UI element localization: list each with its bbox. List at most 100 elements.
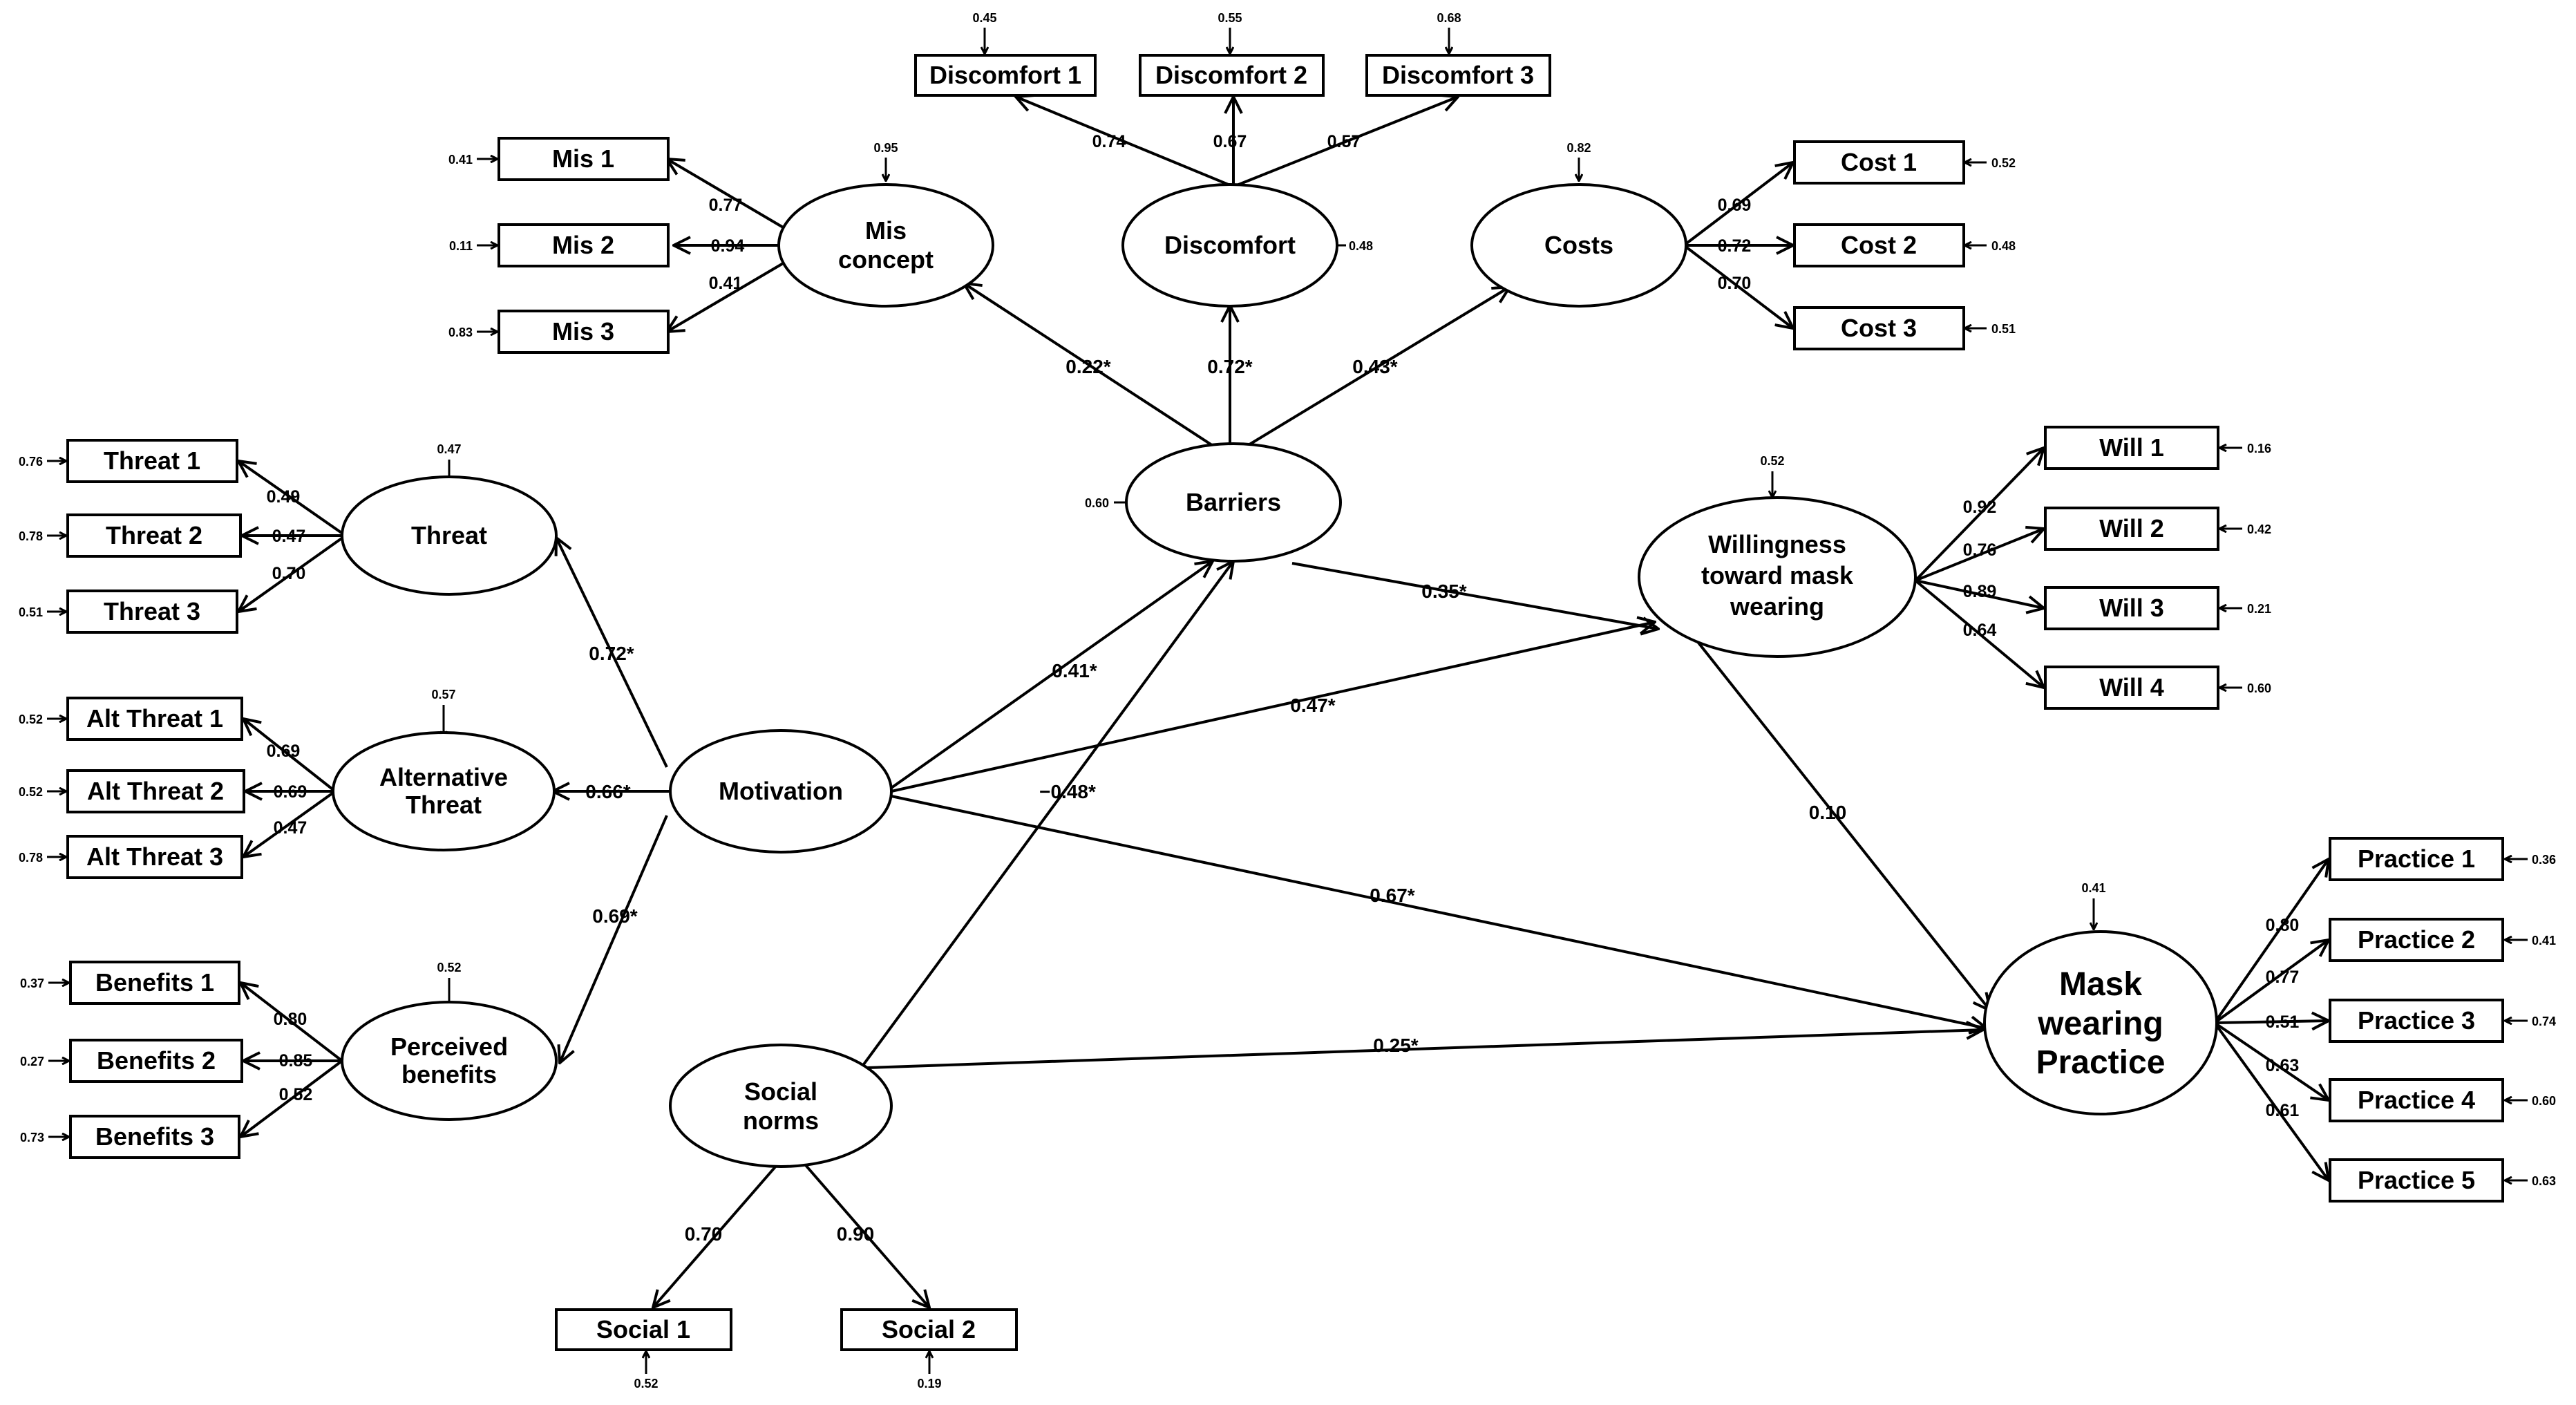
svg-text:0.70: 0.70: [272, 564, 306, 583]
svg-text:Alternative: Alternative: [379, 763, 508, 791]
indicator-discomfort-3: Discomfort 3: [1365, 54, 1551, 97]
svg-text:0.49: 0.49: [267, 487, 301, 507]
loading-will-1: [1914, 448, 2044, 582]
latent-motivation: Motivation: [669, 729, 893, 854]
svg-text:Threat 3: Threat 3: [104, 597, 200, 625]
indicator-mis-1: Mis 1: [498, 137, 670, 181]
loading-cost-1: [1683, 162, 1793, 247]
svg-text:0.89: 0.89: [1963, 582, 1997, 601]
latent-willingness: Willingness toward mask wearing: [1638, 496, 1917, 658]
svg-text:Will 1: Will 1: [2099, 433, 2164, 462]
svg-text:0.63: 0.63: [2266, 1056, 2300, 1075]
svg-text:0.85: 0.85: [279, 1051, 313, 1071]
indicators: Discomfort 1 Discomfort 2 Discomfort 3 M…: [66, 54, 2504, 1351]
svg-text:Cost 1: Cost 1: [1841, 148, 1917, 176]
svg-text:0.69: 0.69: [1718, 196, 1752, 215]
svg-text:0.52: 0.52: [279, 1085, 313, 1104]
measurement-paths: [238, 97, 2329, 1308]
svg-text:0.16: 0.16: [2247, 442, 2271, 455]
indicator-threat-2: Threat 2: [66, 513, 242, 558]
svg-text:0.37: 0.37: [20, 977, 44, 990]
svg-text:0.42: 0.42: [2247, 522, 2271, 536]
path-motivation-threat: [556, 538, 668, 768]
indicator-practice-2: Practice 2: [2329, 918, 2504, 962]
latent-alternative-threat: Alternative Threat: [332, 731, 556, 851]
svg-text:0.77: 0.77: [2266, 968, 2300, 987]
latent-barriers: Barriers: [1125, 442, 1342, 563]
structural-paths: [553, 283, 1990, 1069]
svg-text:Threat: Threat: [411, 521, 487, 549]
svg-text:Mis 3: Mis 3: [552, 317, 614, 346]
path-social-barriers: [862, 561, 1233, 1066]
svg-text:0.72: 0.72: [1718, 236, 1752, 256]
svg-text:wearing: wearing: [1730, 592, 1824, 621]
path-willingness-practice: [1692, 634, 1990, 1010]
indicator-cost-3: Cost 3: [1793, 306, 1965, 350]
error-values: 0.95 0.48 0.82 0.60 0.47 0.57 0.52 0.52 …: [19, 11, 2556, 1390]
svg-text:concept: concept: [838, 245, 934, 274]
indicator-discomfort-1: Discomfort 1: [914, 54, 1097, 97]
svg-text:0.68: 0.68: [1437, 11, 1461, 25]
svg-text:0.21: 0.21: [2247, 602, 2271, 616]
svg-text:0.57: 0.57: [1327, 132, 1361, 151]
loading-practice-2: [2213, 940, 2329, 1024]
svg-text:Mask: Mask: [2059, 966, 2142, 1003]
svg-text:Mis 2: Mis 2: [552, 231, 614, 259]
svg-text:0.55: 0.55: [1218, 11, 1242, 25]
svg-text:Costs: Costs: [1544, 231, 1613, 259]
loading-will-3: [1915, 579, 2044, 608]
svg-text:Will 4: Will 4: [2099, 673, 2164, 701]
svg-text:benefits: benefits: [401, 1060, 497, 1088]
svg-text:0.78: 0.78: [19, 851, 43, 865]
svg-text:0.52: 0.52: [19, 713, 43, 726]
svg-text:Discomfort: Discomfort: [1164, 231, 1296, 259]
svg-text:toward mask: toward mask: [1701, 561, 1854, 590]
svg-text:0.76: 0.76: [1963, 540, 1997, 560]
indicator-practice-5: Practice 5: [2329, 1158, 2504, 1203]
loading-threat-3: [238, 534, 347, 612]
svg-text:0.60: 0.60: [1085, 496, 1109, 510]
svg-text:Social: Social: [744, 1077, 817, 1106]
loading-benefits-3: [240, 1059, 343, 1137]
svg-text:Threat: Threat: [406, 791, 482, 819]
svg-text:Will 2: Will 2: [2099, 514, 2164, 543]
svg-text:0.69: 0.69: [274, 782, 307, 802]
svg-text:Discomfort 2: Discomfort 2: [1155, 61, 1307, 89]
path-barriers-willingness: [1291, 562, 1658, 629]
svg-text:0.52: 0.52: [437, 961, 461, 974]
loading-alt-threat-3: [243, 790, 337, 857]
svg-text:0.51: 0.51: [2266, 1012, 2300, 1032]
svg-text:0.73: 0.73: [20, 1131, 44, 1144]
svg-text:Perceived: Perceived: [390, 1032, 508, 1061]
svg-text:0.36: 0.36: [2532, 853, 2556, 867]
loading-benefits-1: [240, 983, 343, 1062]
path-motivation-willingness: [891, 622, 1655, 793]
svg-text:0.77: 0.77: [709, 196, 743, 215]
indicator-alt-threat-1: Alt Threat 1: [66, 697, 243, 741]
indicator-will-3: Will 3: [2044, 586, 2219, 630]
loading-will-2: [1915, 529, 2044, 582]
svg-text:Willingness: Willingness: [1708, 530, 1846, 558]
svg-text:Threat 2: Threat 2: [106, 521, 202, 549]
svg-text:Practice 3: Practice 3: [2358, 1006, 2475, 1035]
svg-text:0.52: 0.52: [634, 1377, 658, 1390]
svg-text:0.41: 0.41: [2081, 881, 2105, 895]
loading-practice-1: [2213, 859, 2329, 1024]
latent-costs: Costs: [1470, 183, 1687, 308]
indicator-cost-1: Cost 1: [1793, 140, 1965, 185]
latent-threat: Threat: [341, 475, 558, 596]
coef-barriers-willingness: 0.35*: [1421, 581, 1466, 602]
svg-text:Discomfort 3: Discomfort 3: [1382, 61, 1534, 89]
indicator-benefits-2: Benefits 2: [69, 1039, 243, 1083]
indicator-social-1: Social 1: [555, 1308, 732, 1351]
svg-text:Practice 1: Practice 1: [2358, 845, 2475, 873]
indicator-alt-threat-2: Alt Threat 2: [66, 769, 245, 813]
svg-text:0.51: 0.51: [19, 605, 43, 619]
svg-text:Mis 1: Mis 1: [552, 144, 614, 173]
svg-text:0.70: 0.70: [1718, 274, 1752, 293]
svg-text:0.19: 0.19: [917, 1377, 941, 1390]
path-motivation-practice: [891, 795, 1987, 1028]
loading-mis-3: [667, 261, 786, 332]
loading-practice-5: [2213, 1021, 2329, 1180]
coef-social-practice: 0.25*: [1373, 1035, 1418, 1056]
